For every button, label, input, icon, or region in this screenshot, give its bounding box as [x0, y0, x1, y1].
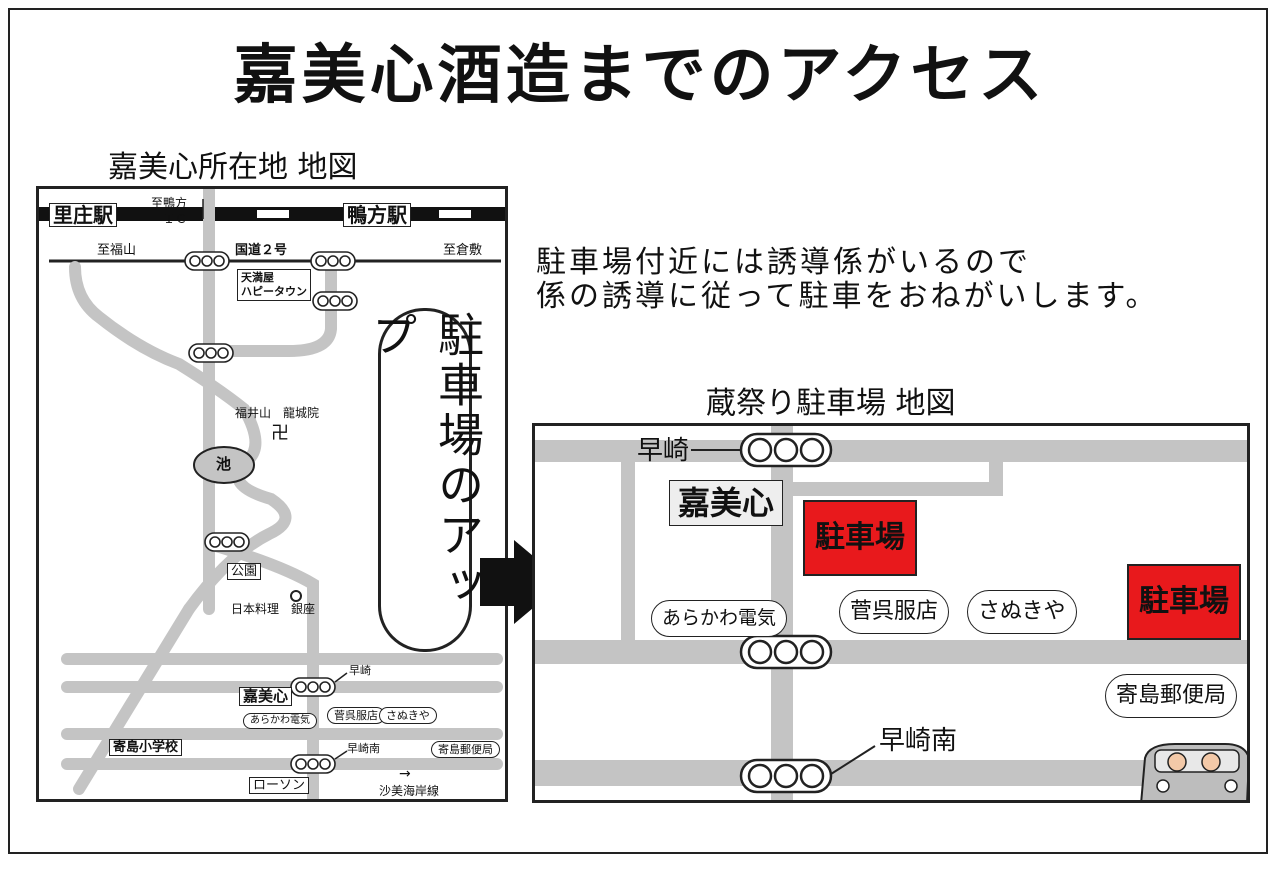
station-kamogata: 鴨方駅	[343, 203, 411, 227]
parking-lot-2: 駐車場	[1127, 564, 1241, 640]
location-map: 里庄駅 至鴨方 ＩＣ 鴨方駅 至福山 国道２号 至倉敷 天満屋 ハピータウン 福…	[36, 186, 508, 802]
pond-label: 池	[216, 455, 232, 473]
right-map-heading: 蔵祭り駐車場 地図	[706, 386, 956, 421]
kure-label: 菅呉服店	[327, 707, 385, 724]
station-satosho: 里庄駅	[49, 203, 117, 227]
tenmaya-happytown: 天満屋 ハピータウン	[237, 269, 311, 301]
hayasaki-minami-signal-label: 早崎南	[347, 742, 380, 755]
sanukiya-label: さぬきや	[967, 590, 1077, 634]
coast-arrow-icon: →	[399, 766, 411, 782]
route2-label: 国道２号	[235, 243, 288, 258]
temple-label: 福井山 龍城院	[235, 406, 320, 420]
hayasaki-minami-signal-label: 早崎南	[879, 726, 958, 756]
tenmaya-label: 天満屋	[241, 271, 274, 284]
page-frame	[8, 8, 1268, 854]
lawson-label: ローソン	[249, 777, 310, 794]
car-icon	[1140, 743, 1247, 800]
temple-icon: 卍	[271, 423, 289, 444]
post-office-label: 寄島郵便局	[1105, 674, 1238, 718]
sanukiya-label: さぬきや	[379, 707, 437, 724]
to-fukuyama-label: 至福山	[97, 243, 137, 258]
notice-line-1: 駐車場付近には誘導係がいるので	[536, 245, 1031, 280]
hayasaki-signal-label: 早崎	[637, 436, 690, 466]
park-label: 公園	[227, 563, 262, 580]
happytown-label: ハピータウン	[241, 285, 307, 298]
ic-label: ＩＣ	[163, 212, 188, 226]
kure-label: 菅呉服店	[839, 590, 950, 634]
coast-line-label: 沙美海岸線	[379, 784, 440, 798]
parking-zoom-callout: 駐車場のアップ	[365, 308, 485, 652]
parking-notice: 駐車場付近には誘導係がいるので 係の誘導に従って駐車をおねがいします。	[536, 246, 1159, 314]
hayasaki-signal-label: 早崎	[349, 664, 371, 677]
kabishin-label: 嘉美心	[239, 687, 293, 706]
page-title: 嘉美心酒造までのアクセス	[233, 39, 1047, 113]
notice-line-2: 係の誘導に従って駐車をおねがいします。	[536, 279, 1159, 314]
school-label: 寄島小学校	[109, 739, 183, 756]
left-map-heading: 嘉美心所在地 地図	[108, 150, 358, 185]
kabishin-label: 嘉美心	[669, 480, 784, 526]
arakawa-label: あらかわ電気	[243, 713, 317, 729]
parking-zoom-label: 駐車場のアップ	[365, 311, 485, 611]
restaurant-label: 日本料理 銀座	[231, 602, 316, 616]
parking-lot-1: 駐車場	[803, 500, 917, 576]
to-kamogata-label: 至鴨方	[151, 196, 188, 210]
to-kurashiki-label: 至倉敷	[443, 243, 483, 258]
parking-map-roads	[535, 426, 1247, 800]
arakawa-label: あらかわ電気	[651, 600, 788, 637]
post-office-label: 寄島郵便局	[431, 741, 500, 758]
parking-map: 早崎 嘉美心 駐車場 駐車場 あらかわ電気 菅呉服店 さぬきや 寄島郵便局 早崎…	[532, 423, 1250, 803]
